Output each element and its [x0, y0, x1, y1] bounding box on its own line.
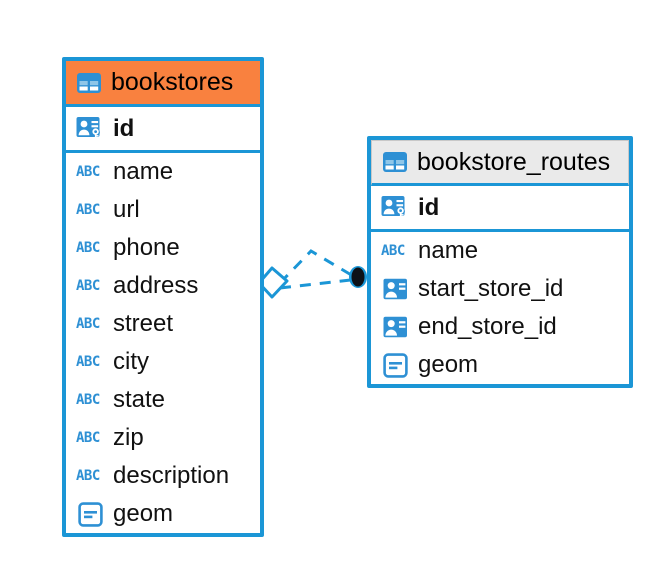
- field-label: description: [113, 462, 230, 489]
- field-row-city[interactable]: ABC city: [66, 343, 260, 381]
- foreign-key-icon: [381, 316, 409, 338]
- foreign-key-icon: [381, 278, 409, 300]
- field-label: state: [113, 386, 166, 413]
- geometry-icon: [76, 501, 104, 527]
- field-list-bookstore-routes: id ABC name start_store_id: [371, 186, 629, 384]
- abc-text-icon: ABC: [76, 164, 100, 180]
- field-row-name[interactable]: ABC name: [371, 232, 629, 270]
- field-label: name: [113, 158, 174, 185]
- field-row-street[interactable]: ABC street: [66, 305, 260, 343]
- field-row-url[interactable]: ABC url: [66, 191, 260, 229]
- table-grid-icon: [76, 72, 102, 94]
- field-row-id[interactable]: id: [371, 186, 629, 232]
- field-row-name[interactable]: ABC name: [66, 153, 260, 191]
- field-row-geom[interactable]: geom: [66, 495, 260, 533]
- field-label: url: [113, 196, 140, 223]
- abc-text-icon: ABC: [381, 243, 405, 259]
- field-row-state[interactable]: ABC state: [66, 381, 260, 419]
- field-row-description[interactable]: ABC description: [66, 457, 260, 495]
- field-label: phone: [113, 234, 180, 261]
- abc-text-icon: ABC: [76, 202, 100, 218]
- primary-key-icon: [76, 116, 104, 142]
- abc-text-icon: ABC: [76, 240, 100, 256]
- field-label: end_store_id: [418, 313, 557, 340]
- entity-title: bookstore_routes: [417, 147, 611, 176]
- primary-key-icon: [381, 195, 409, 221]
- field-row-geom[interactable]: geom: [371, 346, 629, 384]
- field-row-address[interactable]: ABC address: [66, 267, 260, 305]
- entity-header-bookstores[interactable]: bookstores: [66, 61, 260, 107]
- abc-text-icon: ABC: [76, 468, 100, 484]
- field-label: geom: [418, 351, 479, 378]
- field-row-phone[interactable]: ABC phone: [66, 229, 260, 267]
- entity-table-bookstores[interactable]: bookstores id: [62, 57, 264, 537]
- field-label: zip: [113, 424, 144, 451]
- field-row-start-store-id[interactable]: start_store_id: [371, 270, 629, 308]
- field-label: start_store_id: [418, 275, 564, 302]
- abc-text-icon: ABC: [76, 316, 100, 332]
- abc-text-icon: ABC: [76, 430, 100, 446]
- field-label: id: [418, 193, 440, 221]
- entity-table-bookstore-routes[interactable]: bookstore_routes: [367, 136, 633, 388]
- entity-header-bookstore-routes[interactable]: bookstore_routes: [371, 140, 629, 186]
- field-label: geom: [113, 500, 174, 527]
- table-grid-icon: [382, 151, 408, 173]
- relationship-line-lower: [279, 278, 352, 290]
- field-label: street: [113, 310, 174, 337]
- field-label: city: [113, 348, 149, 375]
- field-label: id: [113, 114, 135, 142]
- abc-text-icon: ABC: [76, 354, 100, 370]
- field-label: name: [418, 237, 479, 264]
- relationship-line-upper: [278, 249, 354, 285]
- abc-text-icon: ABC: [76, 392, 100, 408]
- endpoint-ring: [349, 266, 367, 288]
- field-row-id[interactable]: id: [66, 107, 260, 153]
- field-list-bookstores: id ABC name ABC url ABC phone ABC addres…: [66, 107, 260, 533]
- entity-title: bookstores: [111, 68, 234, 96]
- geometry-icon: [381, 352, 409, 378]
- abc-text-icon: ABC: [76, 278, 100, 294]
- field-row-end-store-id[interactable]: end_store_id: [371, 308, 629, 346]
- field-label: address: [113, 272, 199, 299]
- field-row-zip[interactable]: ABC zip: [66, 419, 260, 457]
- filled-circle-marker: [351, 267, 365, 287]
